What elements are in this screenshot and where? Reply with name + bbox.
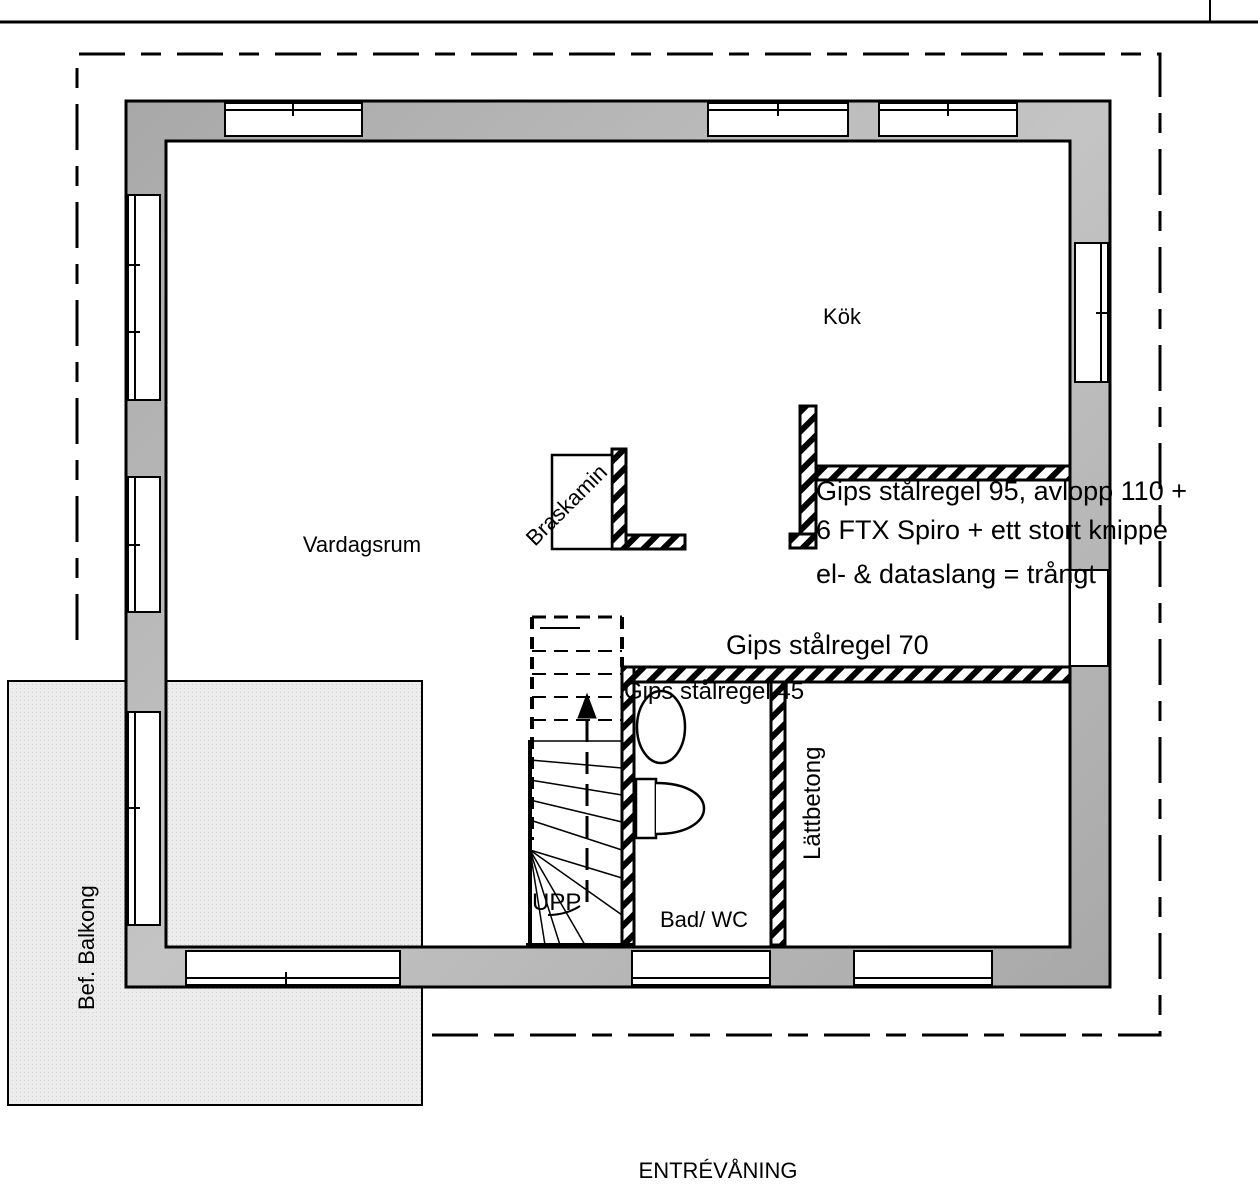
wall-95-vertical bbox=[798, 404, 818, 550]
toilet-tank bbox=[634, 777, 658, 840]
window-top-2 bbox=[707, 102, 849, 137]
wall-95-end bbox=[788, 532, 818, 550]
fireplace bbox=[550, 453, 614, 551]
window-top-3 bbox=[878, 102, 1018, 137]
windows bbox=[127, 102, 1109, 986]
fireplace-wall-horizontal bbox=[624, 533, 687, 551]
window-left-3 bbox=[127, 711, 161, 926]
note-wall-45: Gips stålregel 45 bbox=[624, 678, 804, 705]
note-wall-70: Gips stålregel 70 bbox=[726, 630, 929, 660]
window-bottom-3 bbox=[853, 950, 993, 986]
window-left-2 bbox=[127, 476, 161, 613]
balcony-label: Bef. Balkong bbox=[74, 885, 99, 1010]
stairs-direction-arrow bbox=[577, 692, 597, 719]
plan-title: ENTRÉVÅNING bbox=[639, 1158, 798, 1183]
room-label-living-room: Vardagsrum bbox=[303, 532, 421, 557]
wall-lightweight bbox=[769, 680, 787, 947]
room-label-bathroom: Bad/ WC bbox=[660, 907, 748, 932]
window-top-1 bbox=[224, 102, 363, 137]
window-left-1 bbox=[127, 194, 161, 401]
bathroom-fixtures bbox=[634, 689, 706, 840]
exterior-walls bbox=[124, 99, 1112, 989]
roof-outline-dashed bbox=[75, 52, 1162, 1037]
staircase bbox=[526, 615, 634, 947]
stairs-label-up: UPP bbox=[532, 889, 581, 916]
fireplace-wall-vertical bbox=[610, 447, 628, 551]
interior-walls bbox=[610, 404, 1072, 947]
window-bottom-1 bbox=[185, 950, 401, 986]
title-block-frame bbox=[0, 0, 1258, 24]
balcony bbox=[7, 680, 423, 1106]
note-wall-95-line1: Gips stålregel 95, avlopp 110 + bbox=[816, 476, 1187, 506]
sink bbox=[635, 689, 687, 765]
door-opening-right bbox=[1069, 569, 1109, 667]
room-label-kitchen: Kök bbox=[823, 304, 862, 329]
window-right-1 bbox=[1074, 242, 1109, 383]
note-wall-95-line2: 6 FTX Spiro + ett stort knippe bbox=[816, 515, 1168, 545]
wall-45 bbox=[620, 665, 636, 947]
window-bottom-2 bbox=[631, 950, 771, 986]
note-wall-95-line3: el- & dataslang = trångt bbox=[816, 559, 1096, 589]
note-wall-lightweight: Lättbetong bbox=[799, 747, 826, 860]
labels: Kök Vardagsrum Braskamin Gips stålregel … bbox=[74, 304, 1187, 1183]
